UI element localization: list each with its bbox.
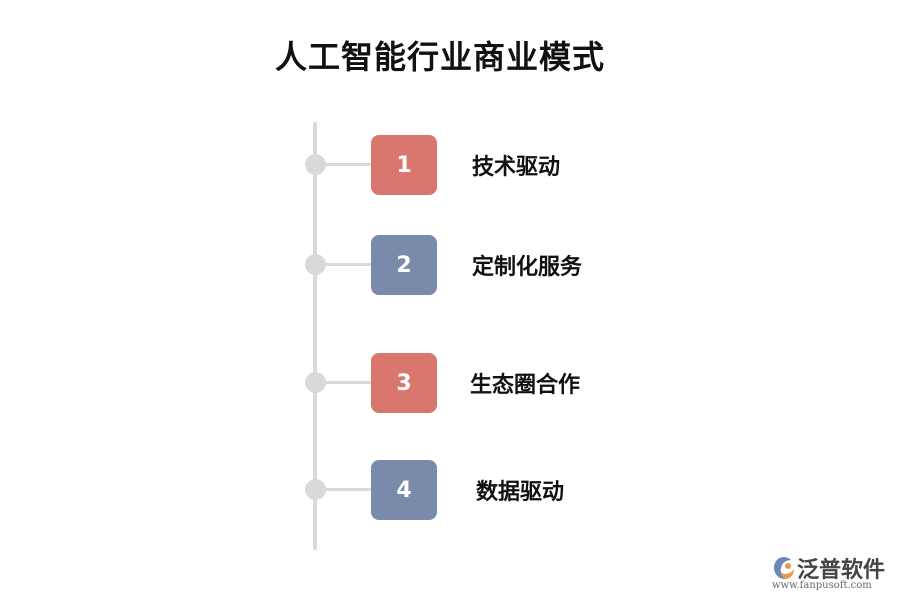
fanpu-logo: 泛普软件 www.fanpusoft.com: [770, 552, 895, 596]
fanpu-logo-name: 泛普软件: [797, 558, 886, 583]
step-number-badge: 1: [371, 135, 437, 195]
step-label: 数据驱动: [476, 480, 565, 505]
step-number-badge: 4: [371, 460, 437, 520]
timeline-connector: [320, 263, 372, 266]
timeline-connector: [320, 488, 372, 491]
step-number-badge: 2: [371, 235, 437, 295]
timeline-dot: [305, 154, 326, 175]
step-number-badge: 3: [371, 353, 437, 413]
timeline-connector: [320, 381, 372, 384]
fanpu-logo-url: www.fanpusoft.com: [772, 580, 872, 591]
timeline-line: [313, 122, 317, 550]
step-label: 生态圈合作: [470, 373, 581, 398]
step-label: 技术驱动: [472, 155, 561, 180]
timeline-dot: [305, 479, 326, 500]
timeline-dot: [305, 372, 326, 393]
step-2: 2 定制化服务: [0, 235, 900, 295]
step-1: 1 技术驱动: [0, 135, 900, 195]
step-label: 定制化服务: [472, 255, 583, 280]
timeline-connector: [320, 163, 372, 166]
timeline-dot: [305, 254, 326, 275]
step-4: 4 数据驱动: [0, 460, 900, 520]
diagram-title: 人工智能行业商业模式: [274, 38, 605, 76]
step-3: 3 生态圈合作: [0, 353, 900, 413]
fanpu-logo-icon: [774, 557, 794, 579]
